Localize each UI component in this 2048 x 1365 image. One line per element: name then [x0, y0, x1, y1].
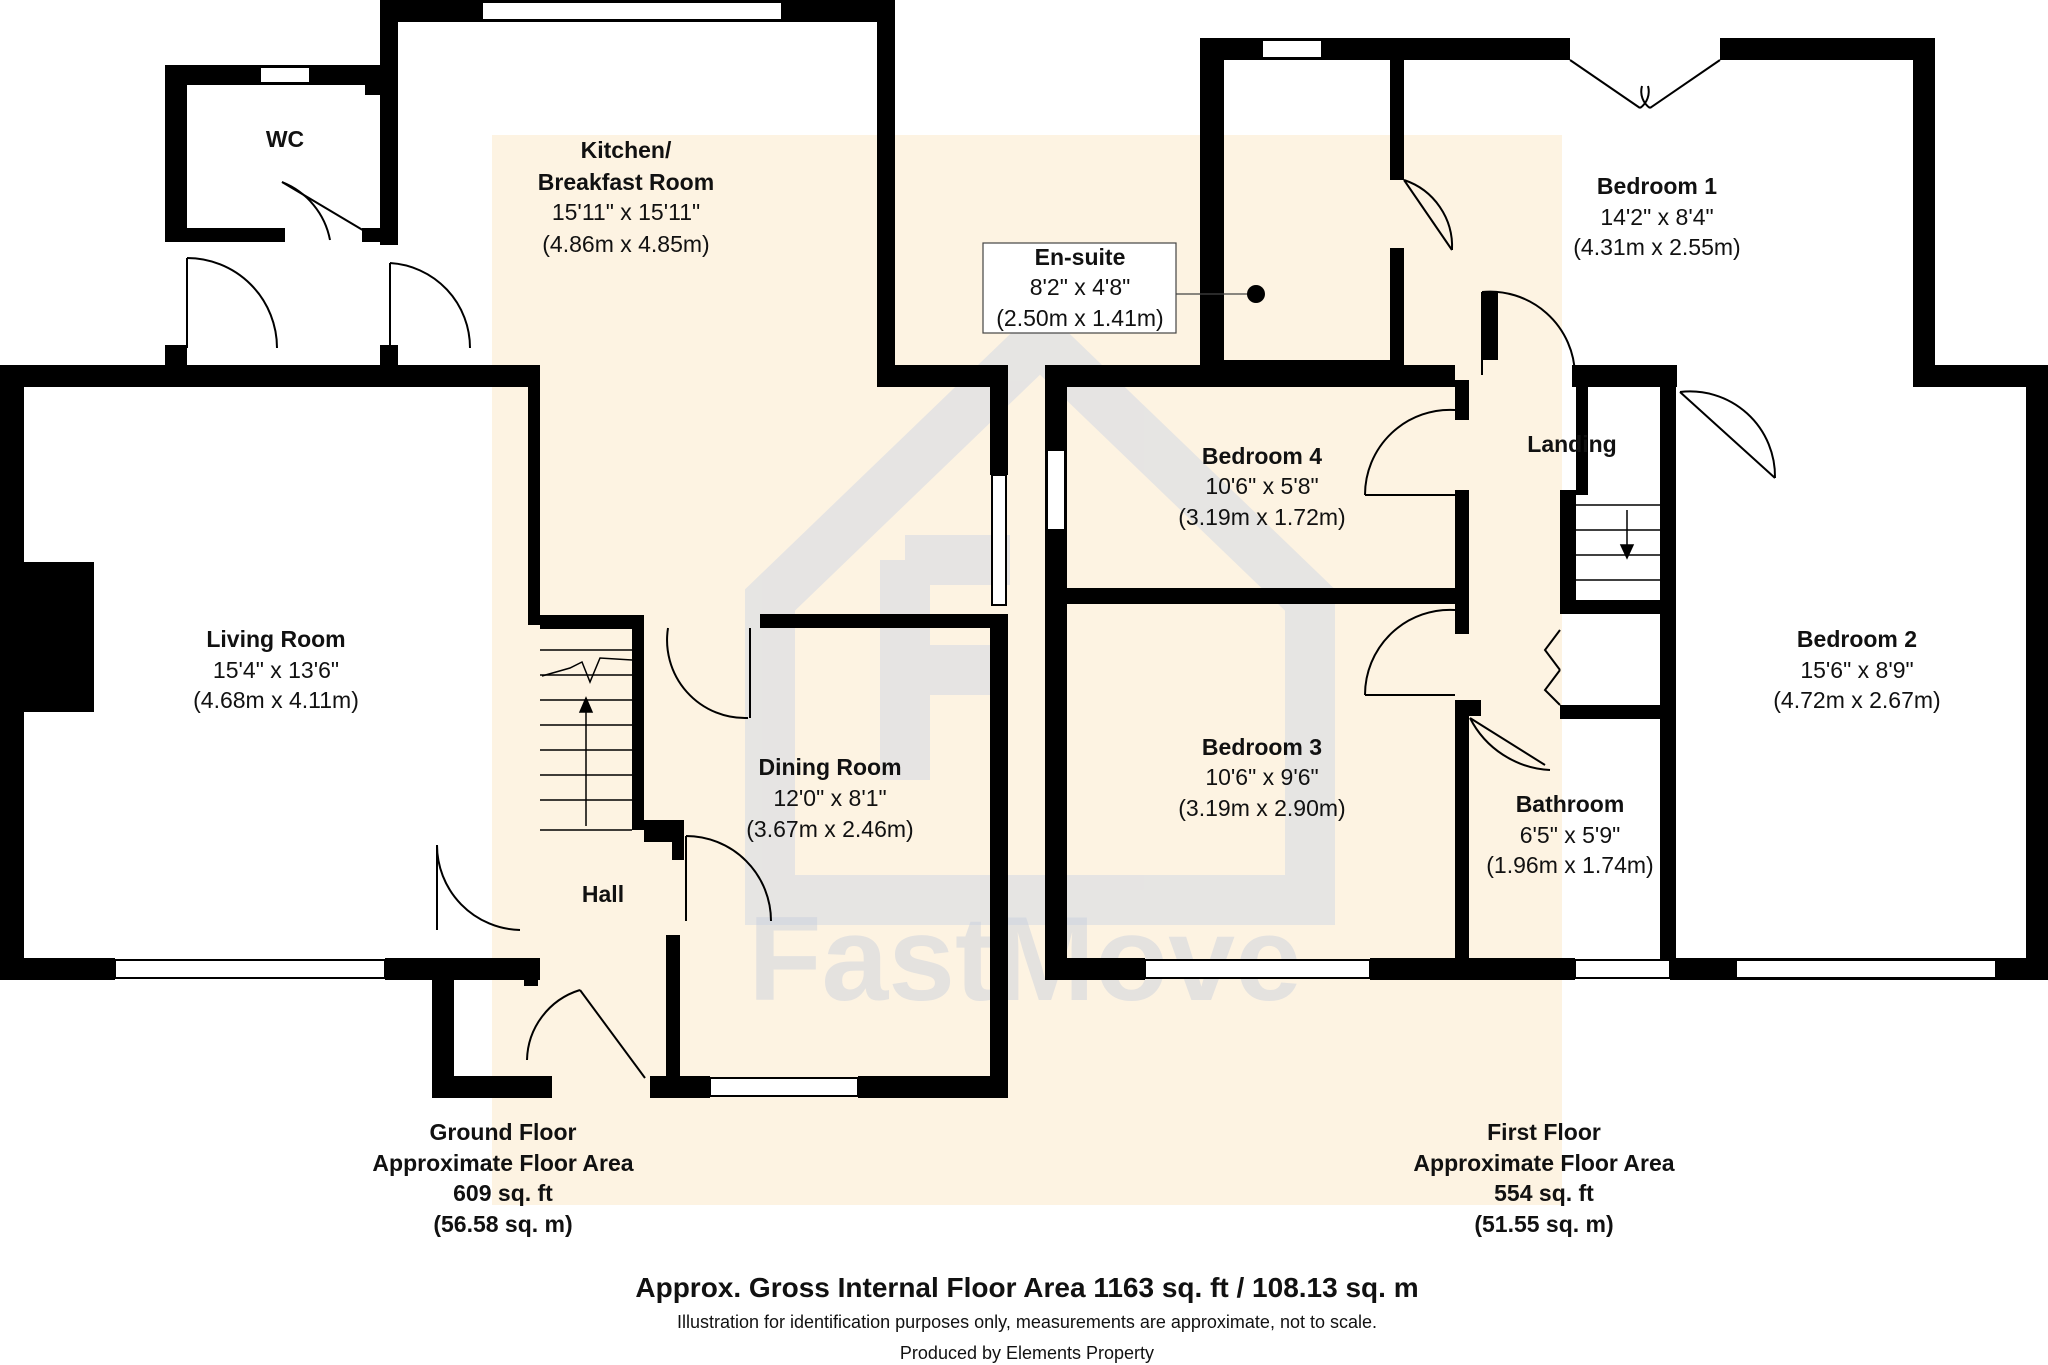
first-floor-sqm: (51.55 sq. m) — [1474, 1211, 1613, 1237]
first-floor-sqft: 554 sq. ft — [1494, 1180, 1594, 1206]
bathroom-imperial: 6'5" x 5'9" — [1520, 822, 1621, 848]
ground-floor-sqft: 609 sq. ft — [453, 1180, 553, 1206]
first-floor-title: First Floor — [1487, 1119, 1601, 1145]
bedroom4-imperial: 10'6" x 5'8" — [1205, 473, 1318, 499]
first-floor-doors — [1363, 59, 1777, 771]
bedroom1-metric: (4.31m x 2.55m) — [1573, 234, 1740, 260]
living-imperial: 15'4" x 13'6" — [213, 657, 339, 683]
bedroom2-name: Bedroom 2 — [1797, 626, 1917, 652]
ground-floor-sqm: (56.58 sq. m) — [433, 1211, 572, 1237]
kitchen-name-2: Breakfast Room — [538, 169, 714, 195]
bedroom2-metric: (4.72m x 2.67m) — [1773, 687, 1940, 713]
kitchen-imperial: 15'11" x 15'11" — [552, 199, 700, 225]
ensuite-name: En-suite — [1035, 244, 1126, 270]
first-floor-stairs — [1576, 504, 1675, 581]
bedroom3-imperial: 10'6" x 9'6" — [1205, 764, 1318, 790]
ensuite-imperial: 8'2" x 4'8" — [1030, 274, 1131, 300]
disclaimer: Illustration for identification purposes… — [677, 1312, 1377, 1332]
living-name: Living Room — [206, 626, 345, 652]
landing-name: Landing — [1527, 431, 1616, 457]
bedroom3-metric: (3.19m x 2.90m) — [1178, 795, 1345, 821]
bathroom-metric: (1.96m x 1.74m) — [1486, 852, 1653, 878]
ensuite-label-box — [982, 242, 1177, 334]
ground-floor-subtitle: Approximate Floor Area — [372, 1150, 633, 1176]
first-floor-subtitle: Approximate Floor Area — [1413, 1150, 1674, 1176]
bedroom1-name: Bedroom 1 — [1597, 173, 1717, 199]
ground-floor-doors — [186, 181, 772, 1079]
gross-area: Approx. Gross Internal Floor Area 1163 s… — [635, 1272, 1418, 1303]
bedroom4-metric: (3.19m x 1.72m) — [1178, 504, 1345, 530]
first-floor-windows — [1046, 39, 1997, 979]
living-metric: (4.68m x 4.11m) — [193, 687, 359, 713]
ground-floor-stairs — [540, 649, 633, 831]
dining-metric: (3.67m x 2.46m) — [746, 816, 913, 842]
ensuite-metric: (2.50m x 1.41m) — [996, 305, 1163, 331]
kitchen-name-1: Kitchen/ — [581, 137, 672, 163]
kitchen-metric: (4.86m x 4.85m) — [542, 231, 709, 257]
ensuite-pointer-dot — [1247, 285, 1265, 303]
bedroom2-imperial: 15'6" x 8'9" — [1800, 657, 1913, 683]
ground-floor-title: Ground Floor — [430, 1119, 577, 1145]
dining-name: Dining Room — [758, 754, 901, 780]
dining-imperial: 12'0" x 8'1" — [773, 785, 886, 811]
wc-name: WC — [266, 126, 304, 152]
producer: Produced by Elements Property — [900, 1343, 1154, 1363]
bathroom-name: Bathroom — [1516, 791, 1625, 817]
bedroom1-imperial: 14'2" x 8'4" — [1600, 204, 1713, 230]
bedroom4-name: Bedroom 4 — [1202, 443, 1322, 469]
bedroom3-name: Bedroom 3 — [1202, 734, 1322, 760]
hall-name: Hall — [582, 881, 624, 907]
ground-floor-windows — [114, 1, 1007, 1097]
